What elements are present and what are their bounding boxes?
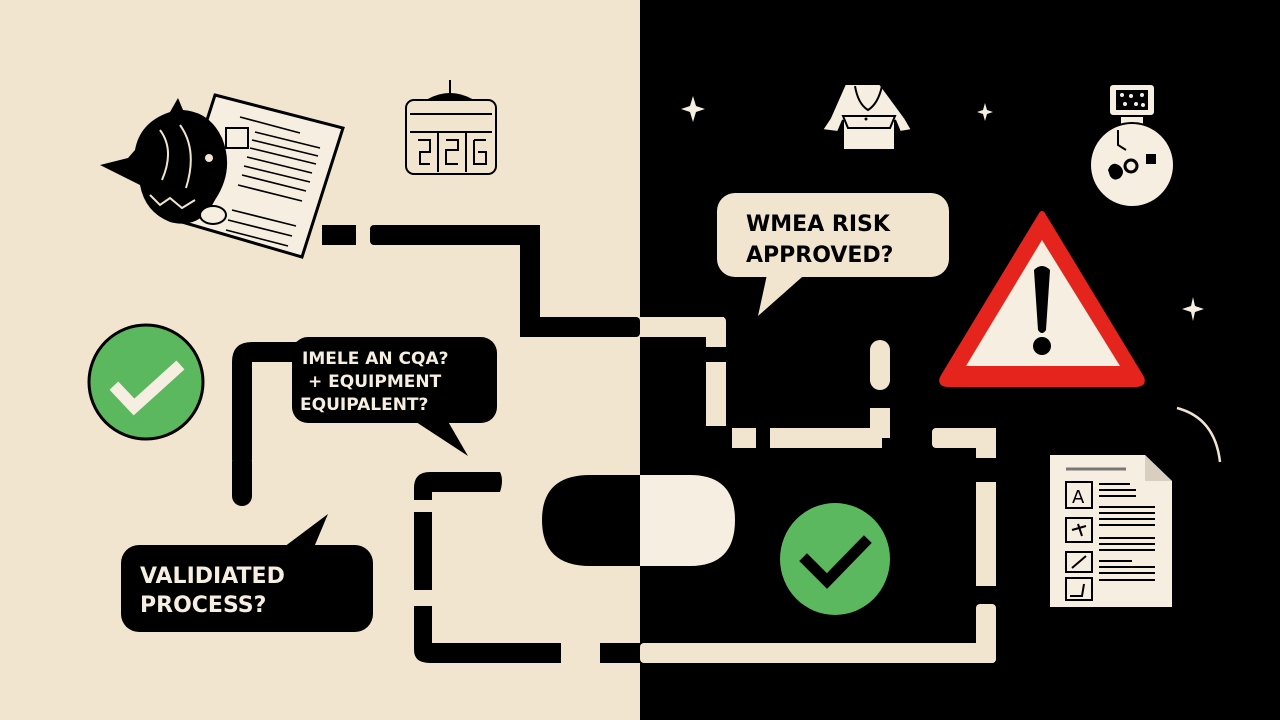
bubble-validated-line-1: VALIDIATED (140, 564, 285, 589)
monster-holding-document-icon (100, 93, 345, 259)
bubble-cqa-line-1: IMELE AN CQA? (302, 349, 448, 369)
green-check-circle-icon (87, 323, 205, 441)
calendar-board-icon (405, 80, 497, 175)
warning-triangle-icon (939, 211, 1145, 387)
bubble-risk-line-2: APPROVED? (746, 243, 893, 268)
lab-coat-icon (820, 83, 914, 151)
capsule-pill-icon (542, 475, 735, 566)
checklist-document-icon: A (1050, 455, 1172, 607)
arc-icon (1176, 406, 1222, 463)
sparkle-icon (681, 96, 1204, 321)
bubble-validated-line-2: PROCESS? (140, 593, 266, 618)
bubble-risk-line-1: WMEA RISK (746, 212, 891, 237)
speech-bubble-validated: VALIDIATED PROCESS? (121, 514, 373, 632)
process-path-right (640, 317, 996, 663)
bubble-cqa-line-2: + EQUIPMENT (308, 372, 442, 392)
svg-text:A: A (1072, 487, 1085, 508)
bubble-cqa-line-3: EQUIPALENT? (300, 395, 428, 415)
lab-equipment-badge-icon (1089, 83, 1175, 208)
process-path-left (232, 225, 640, 663)
green-check-circle-icon (780, 503, 890, 615)
speech-bubble-cqa: IMELE AN CQA? + EQUIPMENT EQUIPALENT? (292, 337, 497, 456)
speech-bubble-risk: WMEA RISK APPROVED? (717, 193, 949, 316)
